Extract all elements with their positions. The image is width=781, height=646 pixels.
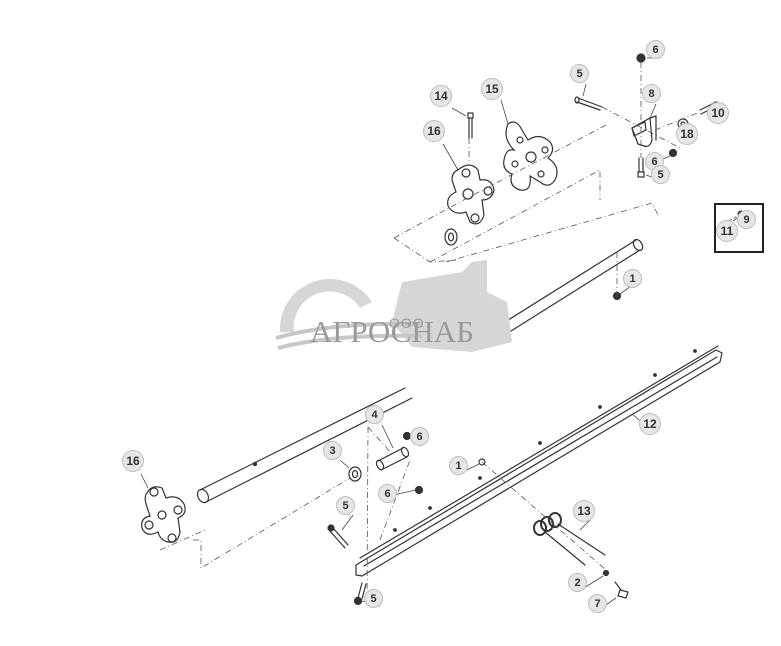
nut-6-top: [636, 53, 646, 63]
callout-13: 13: [573, 500, 595, 522]
callout-6: 6: [410, 427, 429, 446]
callout-3: 3: [323, 441, 342, 460]
inset-box: [714, 203, 764, 253]
spring-tine: [533, 512, 606, 566]
alignment-lines: [159, 62, 701, 601]
callout-1: 1: [623, 269, 642, 288]
callout-2: 2: [568, 573, 587, 592]
cross-hub-lower: [141, 486, 186, 543]
callout-5: 5: [570, 64, 589, 83]
washer-3: [348, 466, 362, 482]
bolt-5-bottom: [353, 582, 367, 606]
callout-16: 16: [122, 450, 144, 472]
watermark: ООО АГРОСНАБ: [272, 252, 540, 384]
callout-10: 10: [707, 102, 729, 124]
callout-6: 6: [378, 484, 397, 503]
callout-15: 15: [481, 78, 503, 100]
watermark-graphic: [275, 260, 512, 352]
callout-6: 6: [646, 40, 665, 59]
pin-sleeve: [375, 446, 410, 471]
callout-11: 11: [716, 220, 738, 242]
upper-shaft: [504, 238, 644, 332]
callout-5: 5: [364, 589, 383, 608]
callout-1: 1: [449, 456, 468, 475]
callout-4: 4: [365, 405, 384, 424]
washer-2: [602, 569, 610, 577]
watermark-name: АГРОСНАБ: [310, 314, 474, 349]
callout-7: 7: [588, 594, 607, 613]
bolt-5-vertical: [637, 157, 645, 178]
callout-12: 12: [639, 413, 661, 435]
callout-18: 18: [676, 123, 698, 145]
callout-16: 16: [423, 120, 445, 142]
bolt-5-upper: [574, 96, 603, 111]
callout-14: 14: [430, 85, 452, 107]
washer-upper: [444, 228, 458, 246]
nut-1-lower: [478, 458, 486, 466]
callout-5: 5: [651, 165, 670, 184]
bolt-5-lower: [327, 524, 349, 549]
tine-bar: [355, 345, 723, 577]
nut-6-lower-b: [414, 485, 424, 495]
callout-5: 5: [336, 496, 355, 515]
cross-hub-upper: [447, 164, 495, 225]
callout-8: 8: [642, 84, 661, 103]
bolt-14: [467, 112, 474, 139]
watermark-prefix: ООО: [389, 315, 425, 331]
bracket: [631, 115, 657, 147]
screw-7: [614, 581, 629, 599]
plate: [503, 121, 558, 191]
nut-6-mid: [668, 148, 678, 158]
callout-9: 9: [737, 210, 756, 229]
